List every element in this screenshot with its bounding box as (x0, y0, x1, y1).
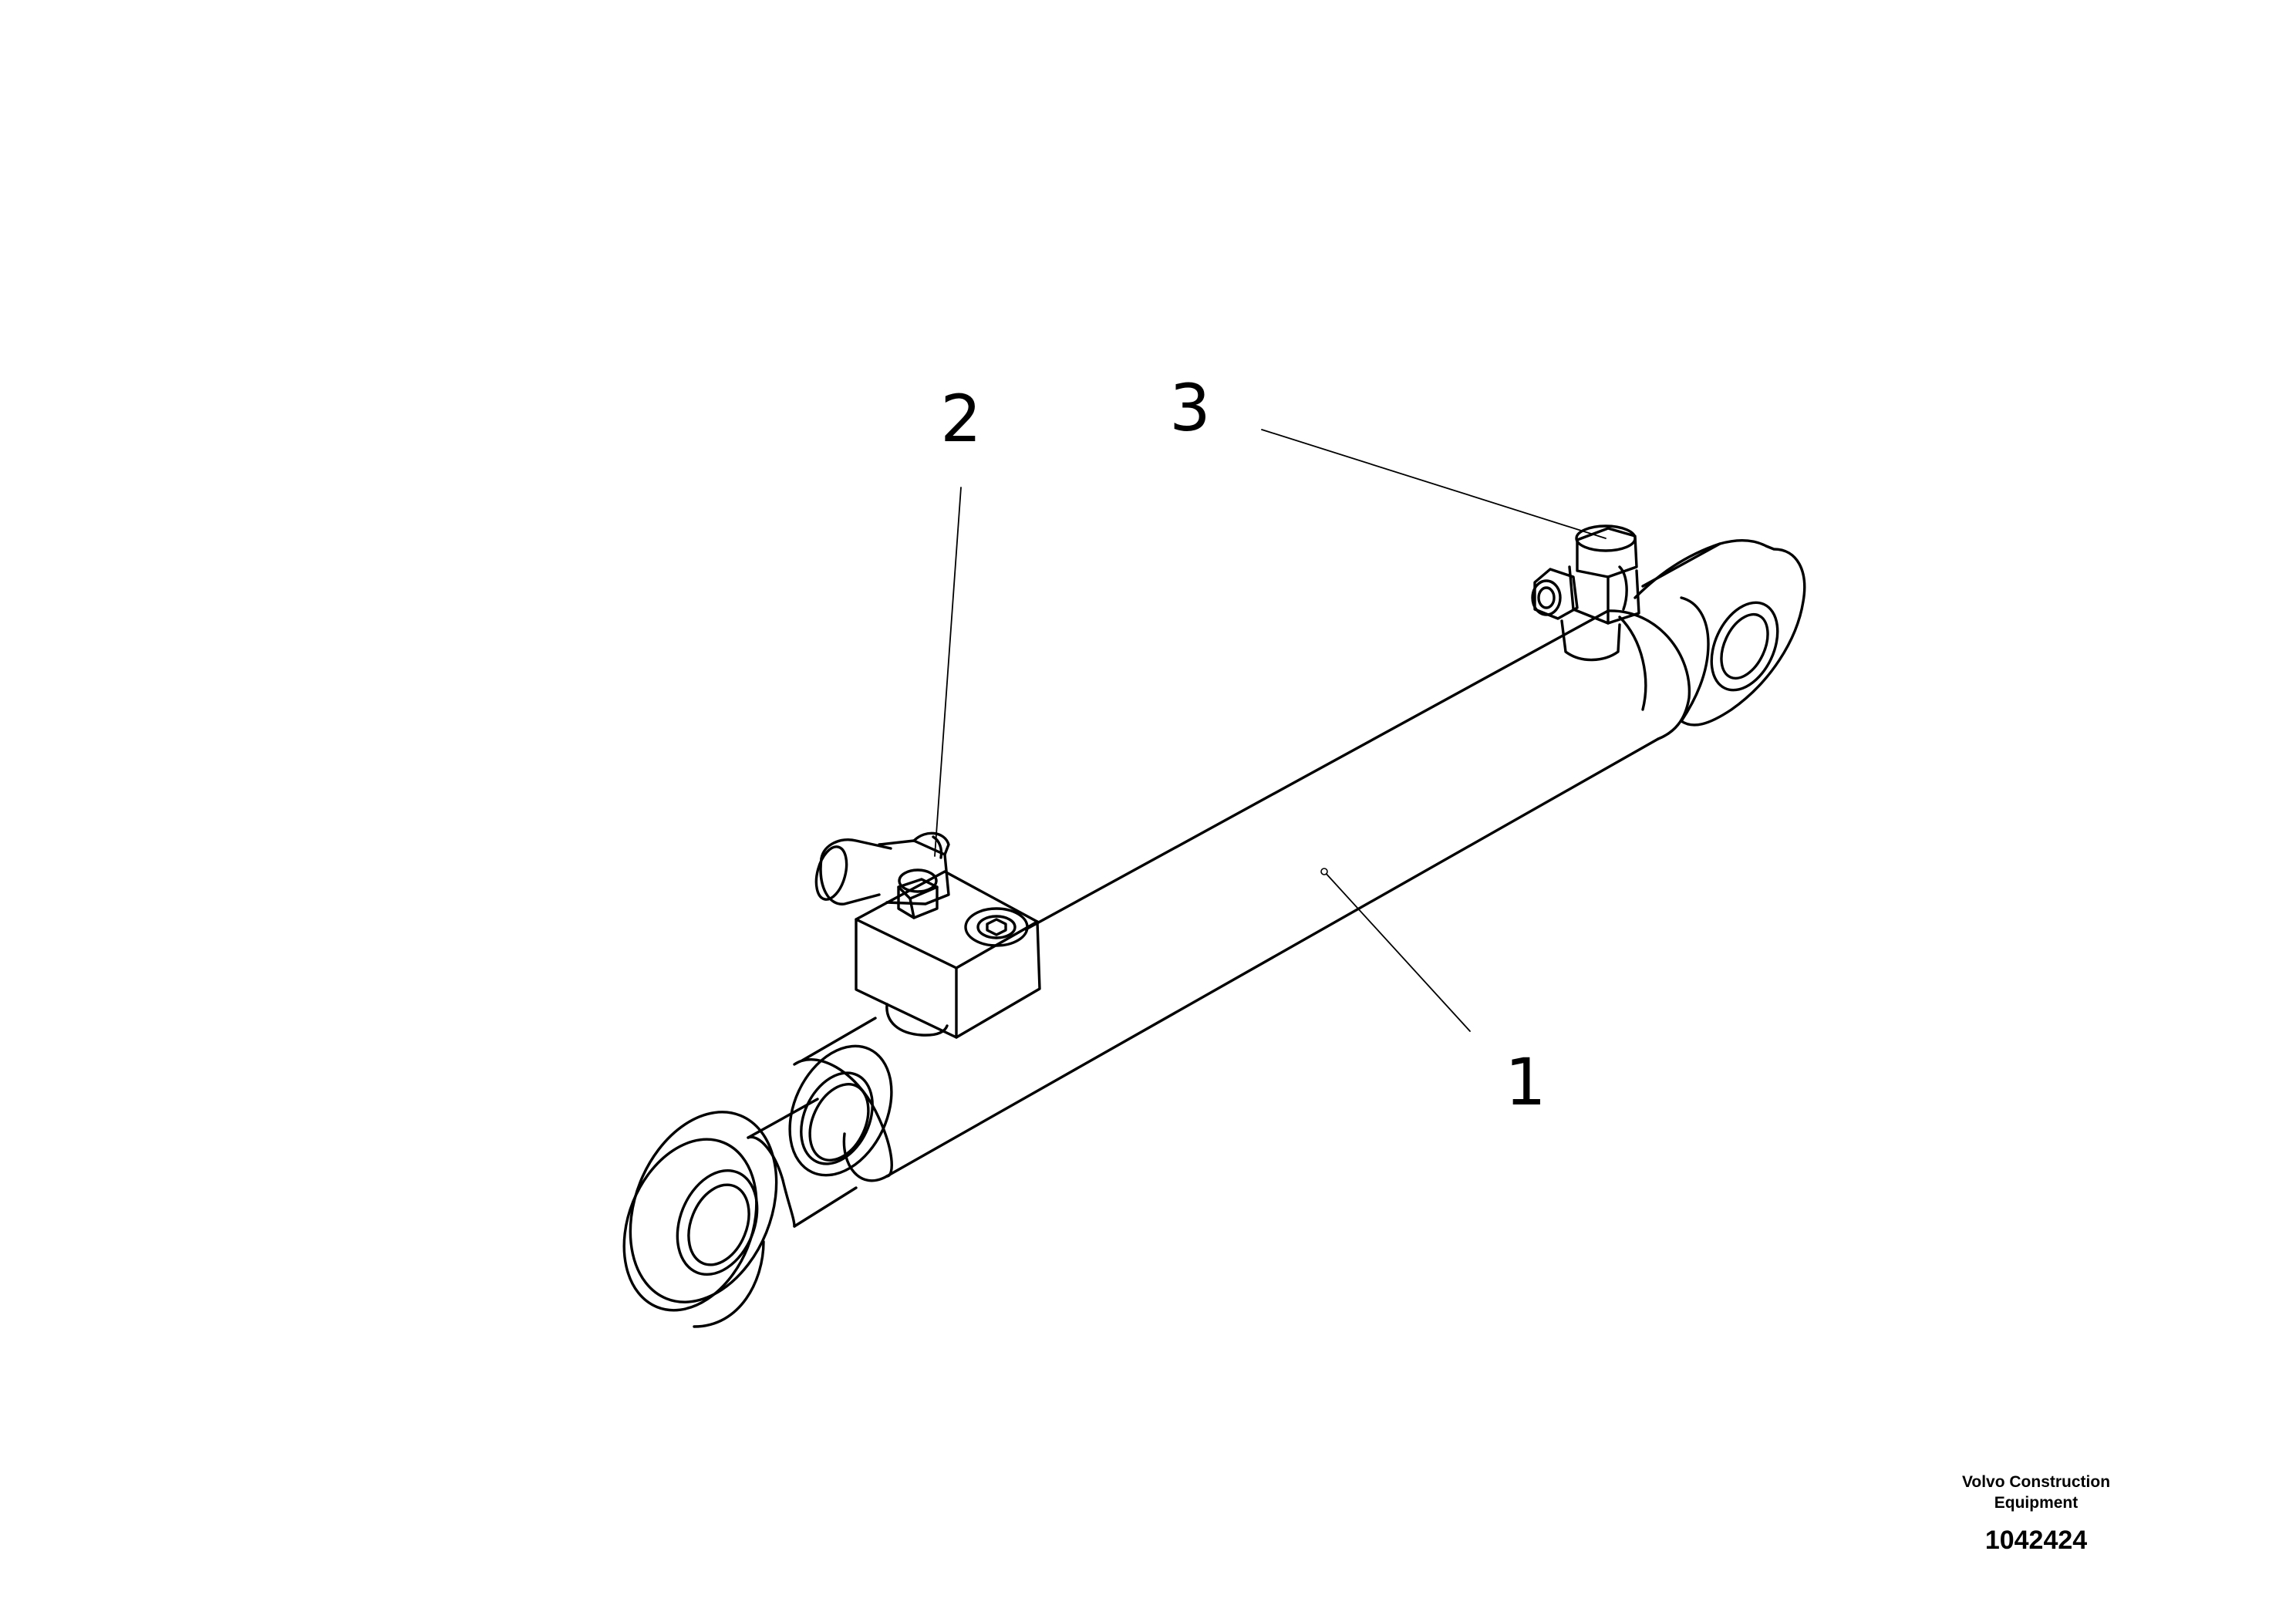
rear-clevis-eye (1633, 539, 1806, 727)
front-gland (788, 1017, 893, 1178)
publisher-credit: Volvo Construction Equipment 1042424 (1917, 1472, 2156, 1556)
leader-line-3 (1261, 429, 1607, 539)
drawing-number: 1042424 (1984, 1526, 2088, 1555)
valve-block (855, 870, 1041, 1039)
leader-lines (934, 429, 1607, 1032)
callout-label-1: 1 (1505, 1044, 1546, 1120)
rear-port-fitting (1531, 524, 1640, 662)
leader-line-2 (934, 487, 962, 857)
publisher-name-line1: Volvo Construction (1961, 1473, 2111, 1491)
leader-dot-1 (1320, 868, 1328, 875)
publisher-name-line2: Equipment (1994, 1494, 2079, 1512)
callout-label-3: 3 (1169, 370, 1210, 446)
rear-end-cap (1607, 609, 1691, 740)
callout-label-2: 2 (940, 381, 981, 457)
front-rod-eye (622, 1111, 778, 1328)
leader-line-1 (1323, 871, 1471, 1032)
valve-fitting (814, 831, 950, 919)
cylinder-barrel (842, 609, 1660, 1182)
